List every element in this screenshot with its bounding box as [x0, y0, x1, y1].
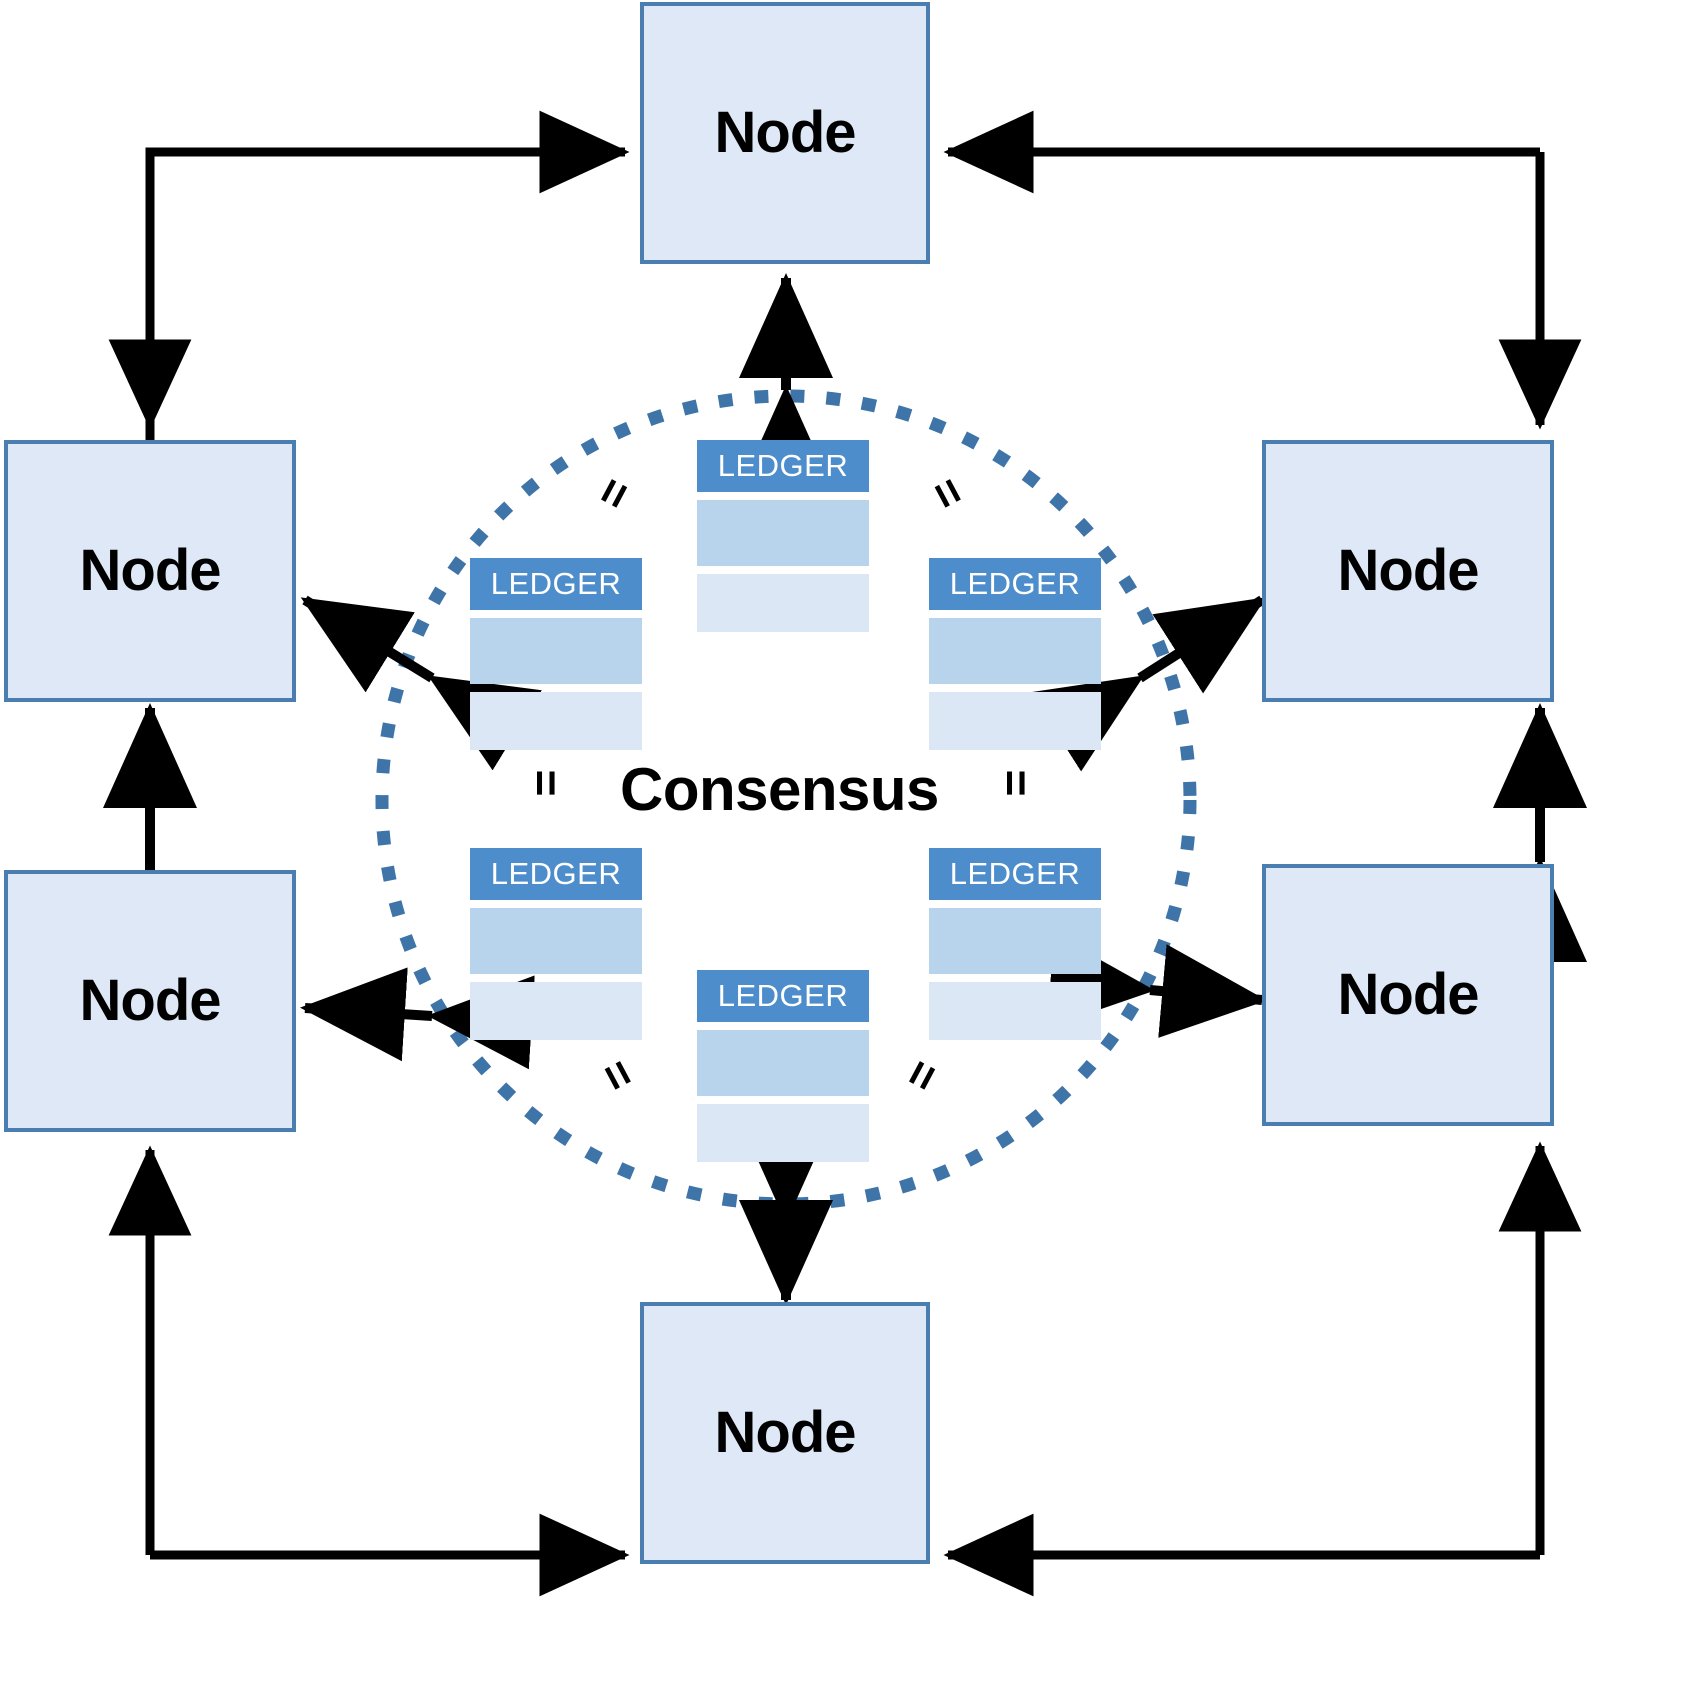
ledger-left-lower[interactable]: LEDGER — [470, 848, 642, 1040]
ledger-row-light — [697, 1104, 869, 1162]
node-label: Node — [79, 538, 222, 603]
node-label: Node — [714, 1400, 857, 1465]
ledger-top[interactable]: LEDGER — [697, 440, 869, 632]
node-left-lower[interactable]: Node — [4, 870, 296, 1132]
ledger-row-mid — [697, 500, 869, 566]
ledger-header: LEDGER — [470, 848, 642, 900]
arrow-circle-to-rightlower — [1046, 934, 1267, 1038]
ledger-row-light — [470, 982, 642, 1040]
ledger-right-lower[interactable]: LEDGER — [929, 848, 1101, 1040]
ledger-header: LEDGER — [929, 848, 1101, 900]
ledger-header: LEDGER — [697, 440, 869, 492]
ledger-header: LEDGER — [697, 970, 869, 1022]
ledger-row-light — [470, 692, 642, 750]
arrow-leftupper-to-top — [145, 110, 630, 440]
ledger-row-light — [929, 692, 1101, 750]
consensus-label: Consensus — [620, 756, 939, 823]
arrow-circle-to-rightupper — [1030, 595, 1267, 772]
node-label: Node — [79, 968, 222, 1033]
node-label: Node — [1337, 538, 1480, 603]
ledger-row-mid — [470, 908, 642, 974]
ledger-row-mid — [929, 908, 1101, 974]
node-label: Node — [1337, 962, 1480, 1027]
ledger-row-light — [697, 574, 869, 632]
node-right-upper[interactable]: Node — [1262, 440, 1554, 702]
equals-sign-mid-left: = — [520, 769, 573, 797]
node-bottom[interactable]: Node — [640, 1302, 930, 1564]
node-right-lower[interactable]: Node — [1262, 864, 1554, 1126]
ledger-bottom[interactable]: LEDGER — [697, 970, 869, 1162]
ledger-row-mid — [697, 1030, 869, 1096]
ledger-right-upper[interactable]: LEDGER — [929, 558, 1101, 750]
equals-sign-mid-right: = — [990, 769, 1043, 797]
ledger-left-upper[interactable]: LEDGER — [470, 558, 642, 750]
consensus-circle — [375, 389, 1197, 1211]
ledger-header: LEDGER — [470, 558, 642, 610]
ledger-header: LEDGER — [929, 558, 1101, 610]
node-label: Node — [714, 100, 857, 165]
node-top[interactable]: Node — [640, 2, 930, 264]
arrow-circle-to-leftupper — [300, 595, 542, 771]
ledger-row-mid — [929, 618, 1101, 684]
ledger-row-mid — [470, 618, 642, 684]
arrow-circle-to-leftlower — [300, 967, 535, 1070]
node-left-upper[interactable]: Node — [4, 440, 296, 702]
ledger-row-light — [929, 982, 1101, 1040]
